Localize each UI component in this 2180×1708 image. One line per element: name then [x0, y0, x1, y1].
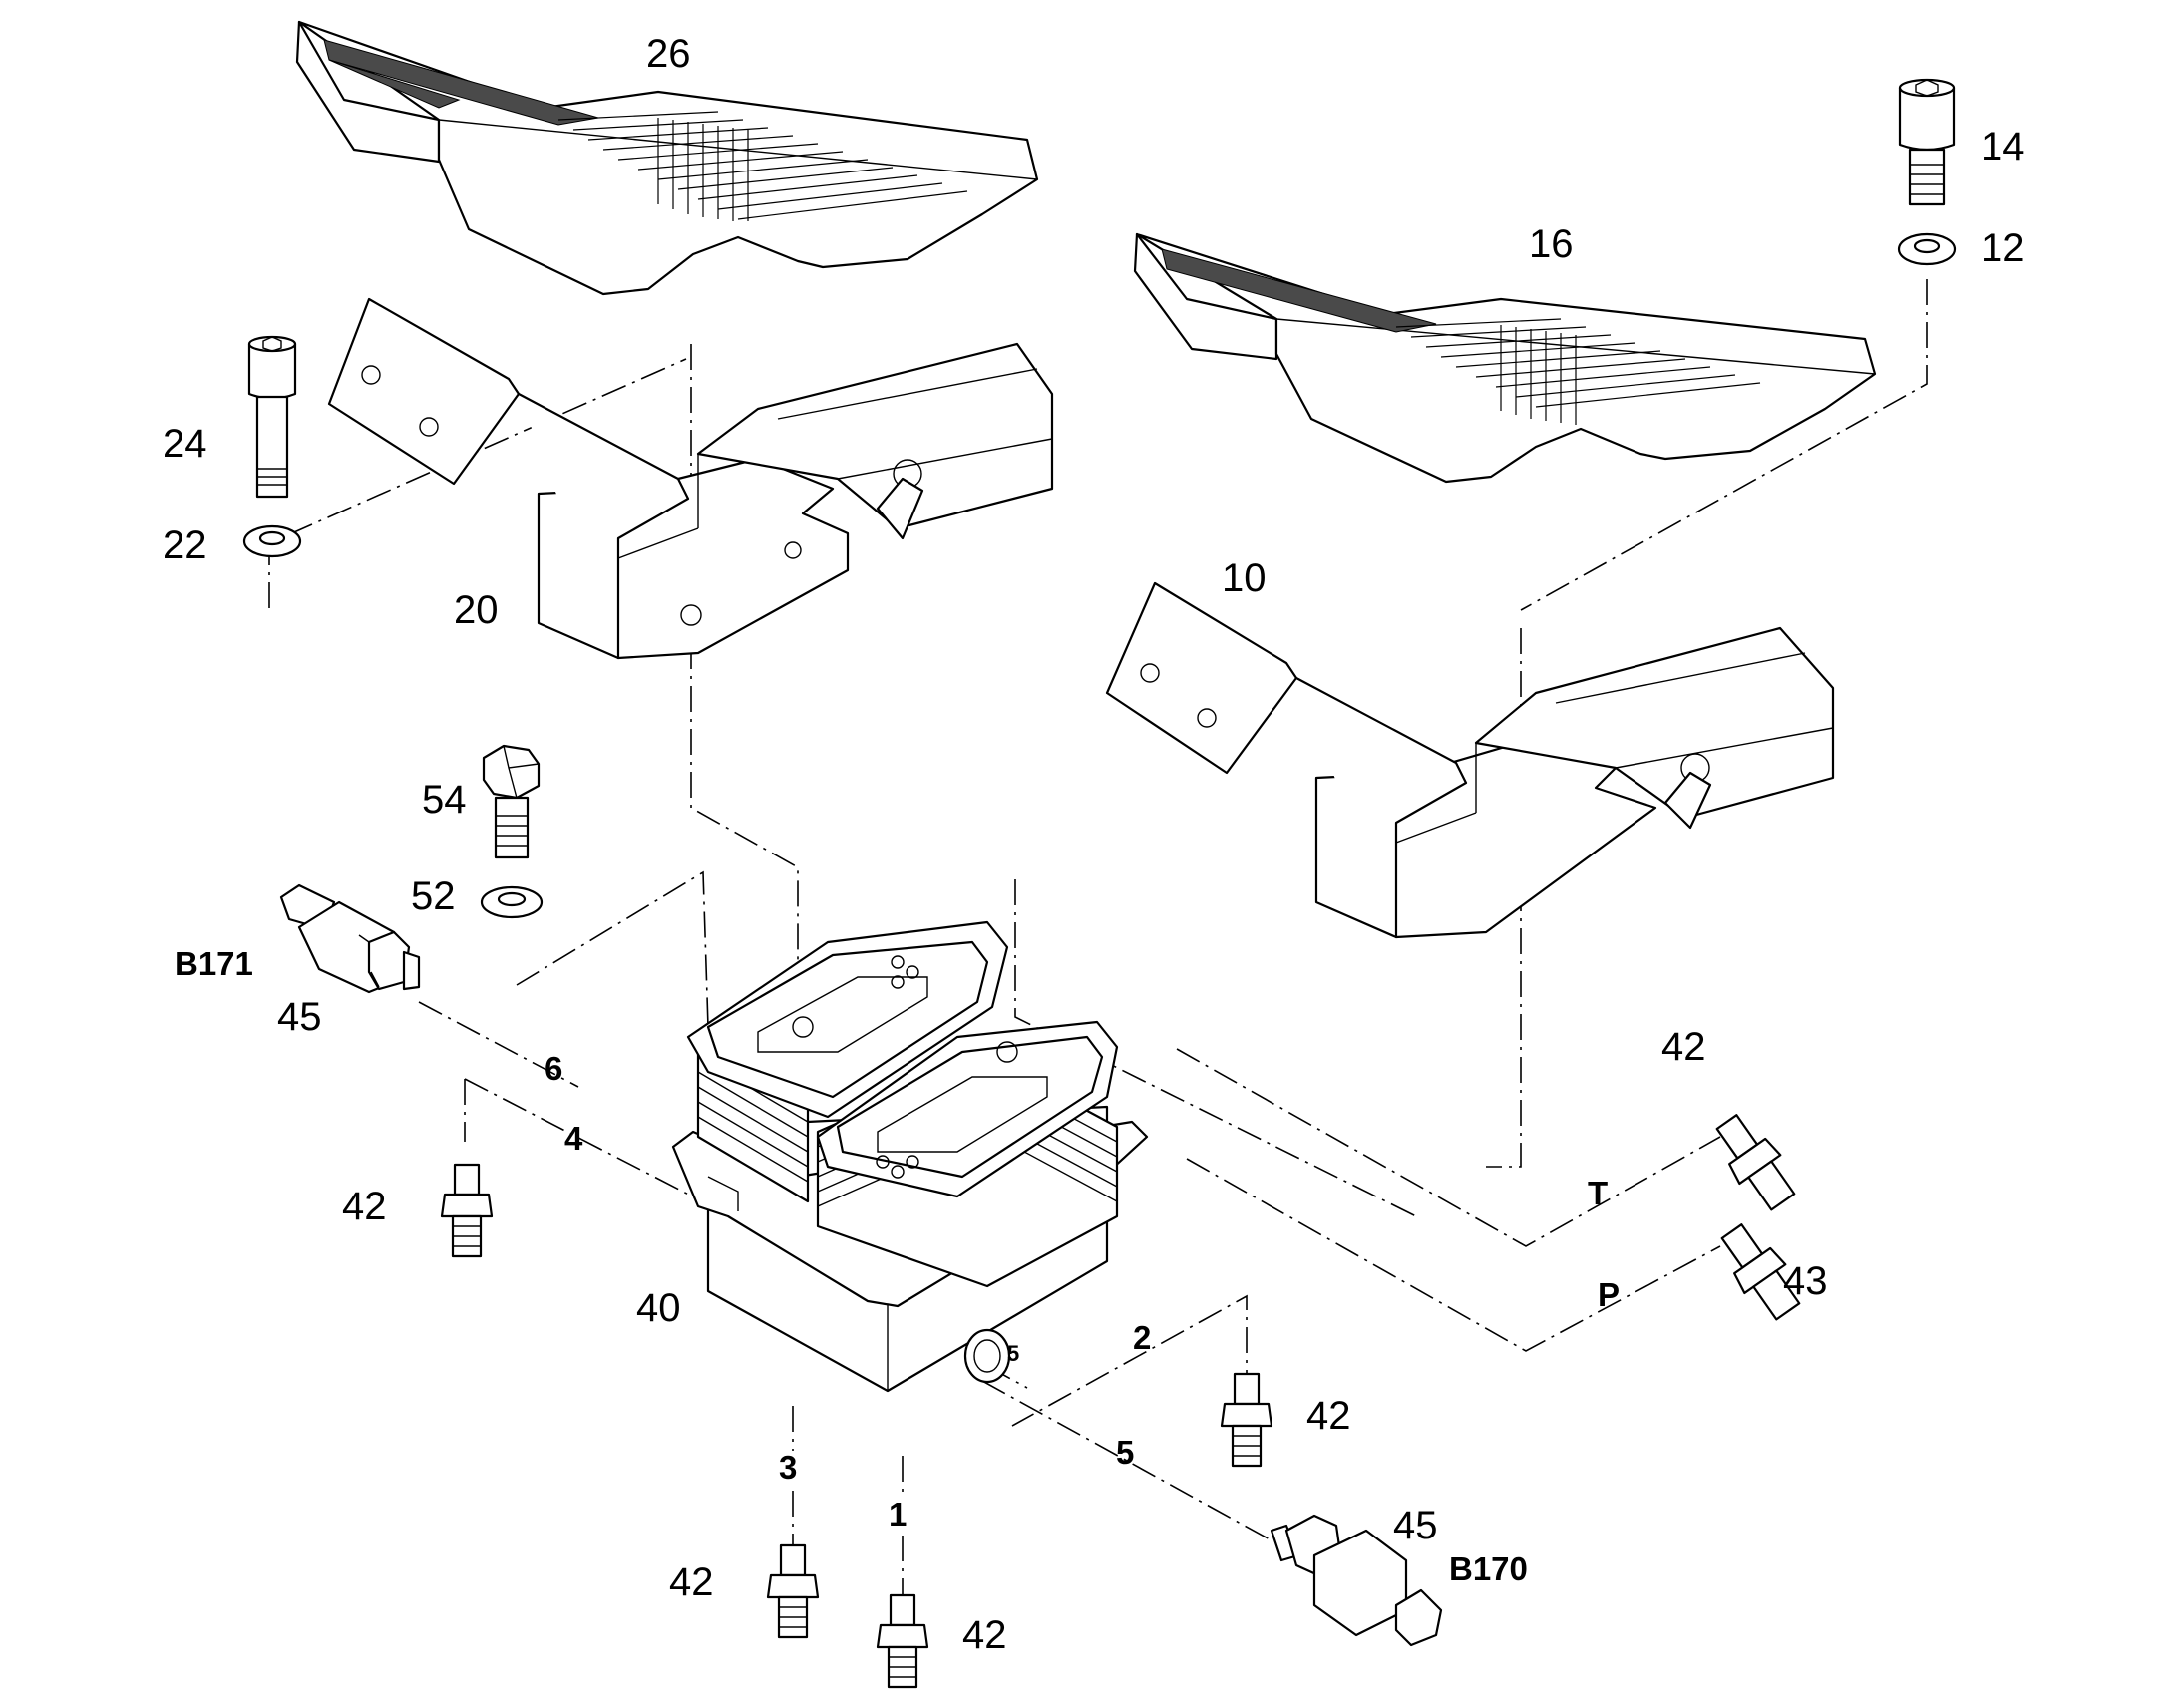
callout-26: 26 [646, 32, 691, 76]
fitting-43 [1720, 1223, 1801, 1321]
port-5: 5 [1116, 1434, 1134, 1471]
washer-12 [1897, 232, 1957, 266]
sensor-tag-b171: B171 [175, 945, 253, 982]
bolt-54 [482, 744, 541, 859]
callout-14: 14 [1981, 125, 2025, 169]
callout-16: 16 [1529, 222, 1574, 266]
callout-42-bottom-3: 42 [669, 1560, 714, 1604]
callout-22: 22 [163, 523, 207, 567]
callout-24: 24 [163, 422, 207, 466]
callout-42-bottom-1: 42 [962, 1613, 1007, 1657]
valve-body-marking: 5 [1007, 1341, 1019, 1366]
washer-52 [480, 885, 544, 919]
callout-45-right: 45 [1393, 1504, 1438, 1547]
sensor-tag-b170: B170 [1449, 1550, 1528, 1587]
callout-52: 52 [411, 874, 456, 918]
port-T: T [1588, 1175, 1608, 1211]
pressure-sensor-b171 [279, 883, 421, 994]
callout-40: 40 [636, 1286, 681, 1330]
port-3: 3 [779, 1449, 797, 1486]
leader-lines [268, 279, 1928, 1615]
callout-45-left: 45 [277, 995, 322, 1039]
washer-22 [242, 524, 302, 558]
fitting-42-left [440, 1163, 494, 1258]
fitting-42-center [1220, 1372, 1273, 1468]
fitting-42-top-right [1715, 1114, 1796, 1211]
callout-42-center: 42 [1306, 1394, 1351, 1438]
pedal-26 [295, 20, 1039, 296]
bracket-20 [327, 297, 1054, 660]
pedal-16 [1133, 232, 1877, 484]
fitting-42-bottom-3 [766, 1543, 820, 1639]
port-6: 6 [545, 1050, 562, 1087]
callout-12: 12 [1981, 226, 2025, 270]
bracket-10 [1105, 581, 1835, 939]
callout-labels: 26 14 12 16 24 22 20 10 54 52 45 42 42 4… [163, 32, 2025, 1657]
port-4: 4 [564, 1120, 583, 1157]
callout-42-left: 42 [342, 1185, 387, 1228]
callout-20: 20 [454, 588, 499, 632]
callout-54: 54 [422, 778, 467, 822]
sensor-tags: B171 B170 [175, 945, 1528, 1587]
callout-42-top-right: 42 [1661, 1025, 1706, 1069]
control-valve-40: 5 [671, 920, 1149, 1393]
port-labels: 6 4 2 5 3 1 T P [545, 1050, 1620, 1533]
port-P: P [1598, 1276, 1620, 1313]
fitting-42-bottom-1 [876, 1593, 929, 1689]
port-2: 2 [1133, 1319, 1151, 1356]
pressure-sensor-b170 [1270, 1514, 1443, 1647]
callout-10: 10 [1222, 556, 1267, 600]
callout-43: 43 [1783, 1259, 1828, 1303]
bolt-24 [247, 335, 297, 499]
port-1: 1 [889, 1496, 907, 1533]
bolt-14 [1898, 78, 1956, 206]
